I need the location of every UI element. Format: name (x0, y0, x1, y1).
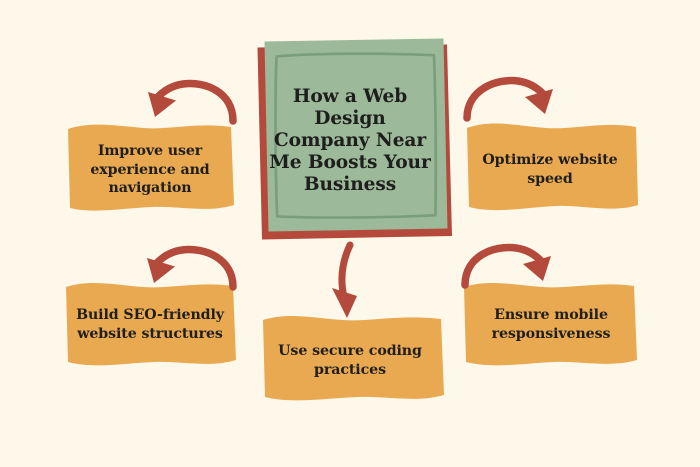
node-optimize-website-speed-shape (467, 123, 638, 211)
arrow-to-use-secure-coding-practices (332, 241, 357, 318)
arrow-to-build-seo-friendly-structures (147, 245, 237, 291)
center-card-inner-border (274, 52, 438, 219)
center-card-group (257, 38, 452, 240)
arrow-to-ensure-mobile-responsiveness (461, 243, 551, 289)
center-card-body (264, 38, 448, 232)
node-ensure-mobile-responsiveness-shape (464, 282, 637, 366)
node-improve-user-experience-shape (68, 124, 234, 211)
arrow-to-improve-user-experience (148, 79, 237, 125)
node-use-secure-coding-practices-shape (263, 315, 444, 401)
node-build-seo-friendly-structures-shape (66, 282, 236, 366)
arrow-to-optimize-website-speed (463, 76, 553, 122)
